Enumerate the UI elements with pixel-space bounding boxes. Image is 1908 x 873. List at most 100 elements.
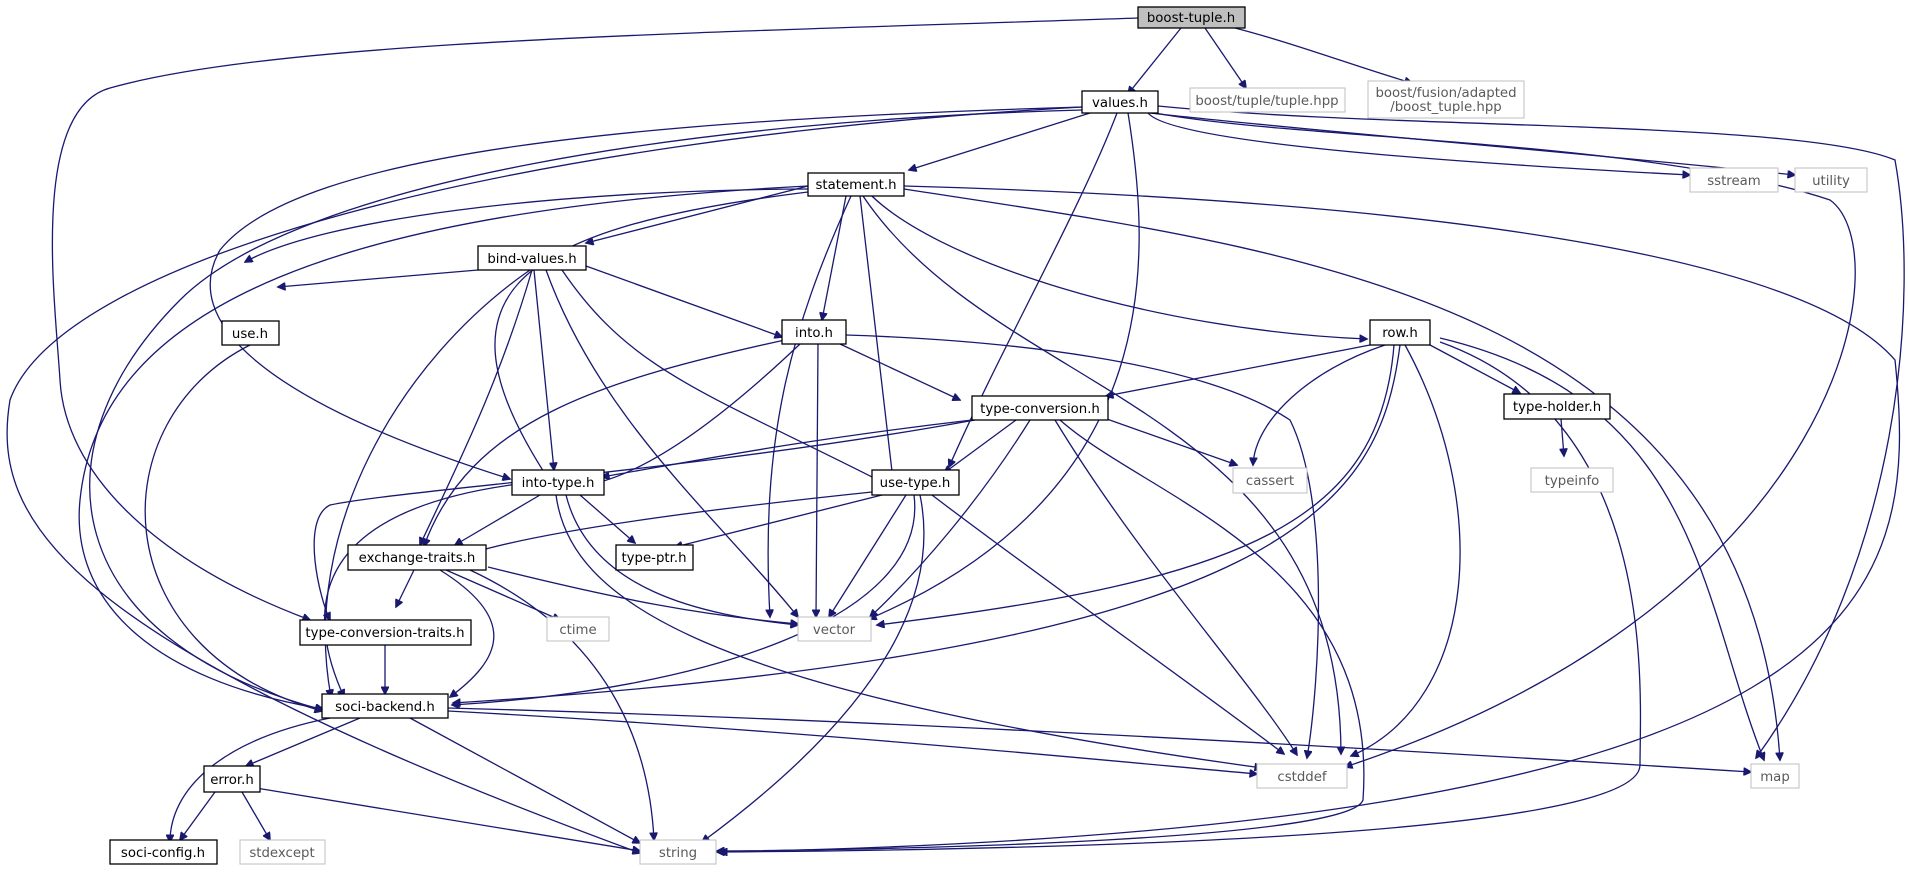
- node-into-h[interactable]: into.h: [781, 319, 847, 345]
- edge-statement-to-row: [865, 189, 1367, 339]
- node-label: type-ptr.h: [621, 551, 686, 566]
- node-label: string: [659, 846, 697, 861]
- edge-row-to-vector: [877, 344, 1395, 625]
- node-label: type-conversion.h: [980, 402, 1100, 417]
- node-map[interactable]: map: [1750, 763, 1800, 789]
- node-label: typeinfo: [1545, 474, 1600, 489]
- node-label: values.h: [1092, 96, 1148, 111]
- edge-into-type-to-cstddef: [555, 494, 1262, 768]
- edge-use-type-to-cstddef: [931, 494, 1284, 754]
- edge-soci-backend-to-map: [447, 707, 1751, 772]
- node-label: vector: [813, 623, 856, 638]
- node-type-holder-h[interactable]: type-holder.h: [1503, 393, 1611, 420]
- node-boost-tuple-h[interactable]: boost-tuple.h: [1137, 6, 1246, 29]
- edge-statement-to-map: [903, 188, 1780, 760]
- nodes: boost-tuple.h values.h boost/tuple/tuple…: [109, 6, 1868, 865]
- edge-row-to-soci-backend: [453, 344, 1401, 703]
- edge-statement-to-cstddef: [862, 195, 1341, 754]
- node-label: map: [1760, 770, 1790, 785]
- edge-use-type-to-string: [702, 494, 925, 842]
- edge-statement-to-into-type: [494, 191, 809, 483]
- node-type-conversion-traits-h[interactable]: type-conversion-traits.h: [299, 619, 472, 646]
- node-type-ptr-h[interactable]: type-ptr.h: [615, 544, 694, 571]
- node-soci-config-h[interactable]: soci-config.h: [109, 839, 218, 865]
- edge-values-to-soci-backend: [89, 109, 1083, 710]
- edge-type-conversion-to-string: [717, 419, 1365, 851]
- node-vector[interactable]: vector: [797, 616, 872, 642]
- node-label: soci-backend.h: [335, 700, 435, 715]
- node-typeinfo[interactable]: typeinfo: [1530, 467, 1614, 493]
- edge-type-conversion-to-into-type: [602, 419, 973, 477]
- edge-values-to-map: [1157, 105, 1905, 758]
- node-label: soci-config.h: [121, 846, 205, 861]
- edge-row-to-type-conversion: [1106, 344, 1371, 396]
- edge-boost-tuple-to-fusion: [1234, 27, 1412, 83]
- edge-bind-values-to-vector: [545, 269, 798, 617]
- node-utility[interactable]: utility: [1794, 167, 1868, 193]
- node-into-type-h[interactable]: into-type.h: [511, 469, 605, 496]
- node-row-h[interactable]: row.h: [1369, 319, 1431, 346]
- edge-error-to-soci-config: [180, 791, 216, 840]
- edge-use-to-soci-backend: [144, 344, 322, 711]
- node-soci-backend-h[interactable]: soci-backend.h: [321, 693, 449, 719]
- node-label: use-type.h: [880, 476, 951, 491]
- edge-exchange-traits-to-ctime: [445, 569, 560, 620]
- node-use-type-h[interactable]: use-type.h: [871, 469, 960, 496]
- edge-type-conversion-to-type-conversion-traits: [313, 419, 976, 620]
- edge-type-holder-to-typeinfo: [1561, 418, 1564, 456]
- edge-row-to-string: [720, 341, 1642, 852]
- edge-statement-to-soci-backend: [78, 185, 809, 709]
- node-label: bind-values.h: [487, 252, 576, 267]
- edges: [6, 17, 1905, 853]
- edge-into-to-exchange-traits: [424, 337, 795, 546]
- node-cassert[interactable]: cassert: [1232, 467, 1308, 494]
- node-error-h[interactable]: error.h: [203, 765, 261, 793]
- node-label: type-holder.h: [1513, 400, 1601, 415]
- edge-row-to-cassert: [1253, 344, 1386, 465]
- edge-into-to-vector: [816, 343, 818, 617]
- edge-error-to-stdexcept: [241, 791, 270, 840]
- edge-values-to-string: [6, 106, 1083, 853]
- node-ctime[interactable]: ctime: [546, 616, 610, 642]
- node-sstream[interactable]: sstream: [1689, 167, 1779, 193]
- edge-statement-to-use-type: [859, 195, 893, 480]
- node-type-conversion-h[interactable]: type-conversion.h: [971, 395, 1109, 421]
- edge-row-to-cstddef: [1351, 344, 1461, 756]
- edge-into-type-to-soci-backend: [324, 483, 519, 697]
- node-label: use.h: [232, 327, 268, 342]
- node-string[interactable]: string: [639, 839, 717, 865]
- edge-type-conversion-to-cassert: [1103, 417, 1237, 465]
- node-statement-h[interactable]: statement.h: [807, 172, 905, 197]
- edge-type-conversion-to-cstddef: [1054, 419, 1297, 755]
- node-label: stdexcept: [249, 846, 314, 861]
- node-label: type-conversion-traits.h: [305, 626, 464, 641]
- edge-use-type-to-type-ptr: [675, 494, 883, 547]
- edge-statement-to-vector: [768, 195, 852, 617]
- edge-values-to-statement: [909, 112, 1091, 170]
- node-bind-values-h[interactable]: bind-values.h: [477, 245, 587, 271]
- node-exchange-traits-h[interactable]: exchange-traits.h: [347, 544, 487, 571]
- node-label: boost/tuple/tuple.hpp: [1195, 94, 1338, 109]
- node-boost-fusion-tuple[interactable]: boost/fusion/adapted /boost_tuple.hpp: [1367, 80, 1525, 119]
- edge-soci-backend-to-error: [246, 717, 361, 766]
- edge-bind-values-to-use: [278, 269, 479, 287]
- edge-row-to-type-holder: [1429, 344, 1520, 393]
- edge-type-conversion-to-vector: [870, 419, 1031, 617]
- edge-exchange-traits-to-soci-backend: [439, 569, 495, 697]
- edge-values-to-cstddef: [1154, 112, 1856, 767]
- node-cstddef[interactable]: cstddef: [1256, 763, 1348, 789]
- node-stdexcept[interactable]: stdexcept: [239, 839, 326, 865]
- node-boost-tuple-hpp[interactable]: boost/tuple/tuple.hpp: [1189, 87, 1346, 113]
- edge-bind-values-to-exchange-traits: [420, 269, 533, 545]
- node-label: cassert: [1246, 474, 1294, 489]
- edge-type-conversion-to-use-type: [944, 419, 1017, 473]
- edge-error-to-string: [255, 787, 640, 851]
- edge-row-to-map: [1439, 337, 1764, 760]
- edge-bind-values-to-into: [585, 265, 782, 337]
- edge-boost-tuple-to-tuple-hpp: [1204, 27, 1246, 88]
- edge-into-to-cstddef: [845, 334, 1320, 758]
- node-values-h[interactable]: values.h: [1081, 90, 1159, 114]
- edge-boost-tuple-to-type-conversion-traits: [51, 17, 1139, 620]
- node-use-h[interactable]: use.h: [221, 320, 280, 346]
